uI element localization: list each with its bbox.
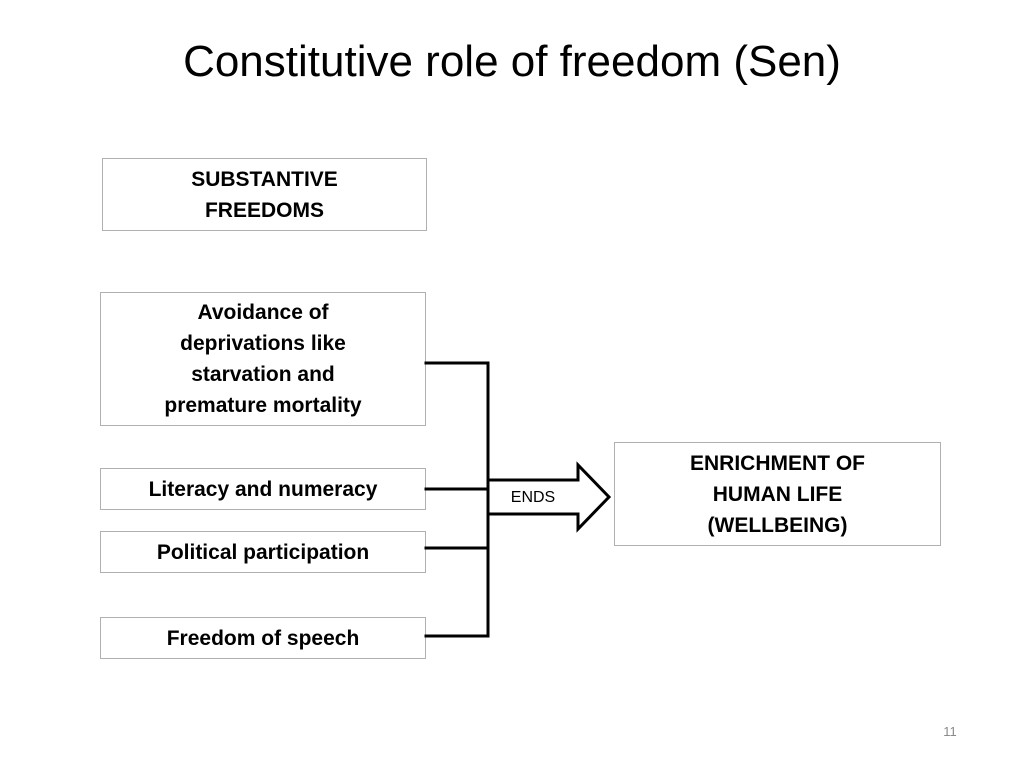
freedom-box-political: Political participation: [100, 531, 426, 573]
freedom-box-speech: Freedom of speech: [100, 617, 426, 659]
slide-title: Constitutive role of freedom (Sen): [183, 37, 841, 86]
freedom-label-avoidance: Avoidance of deprivations like starvatio…: [164, 301, 362, 417]
substantive-freedoms-label: SUBSTANTIVE FREEDOMS: [191, 167, 338, 222]
freedom-label-political: Political participation: [156, 540, 370, 564]
freedom-box-literacy: Literacy and numeracy: [100, 468, 426, 510]
enrichment-label: ENRICHMENT OF HUMAN LIFE (WELLBEING): [690, 451, 865, 537]
page-number: 11: [943, 724, 957, 739]
freedom-box-avoidance: Avoidance of deprivations like starvatio…: [100, 292, 426, 426]
substantive-freedoms-box: SUBSTANTIVE FREEDOMS: [102, 158, 427, 231]
enrichment-box: ENRICHMENT OF HUMAN LIFE (WELLBEING): [614, 442, 941, 546]
freedom-label-literacy: Literacy and numeracy: [148, 477, 378, 501]
ends-arrow-label: ENDS: [510, 489, 556, 506]
freedom-label-speech: Freedom of speech: [166, 626, 360, 650]
